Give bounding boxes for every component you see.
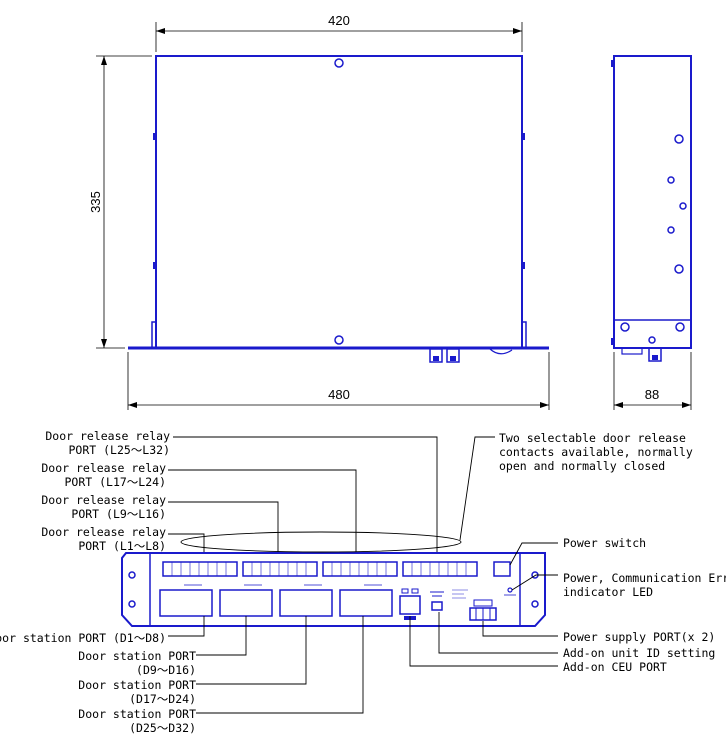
dimension-label-335: 335 bbox=[88, 191, 103, 213]
callout-text: (D9～D16) bbox=[136, 663, 196, 677]
mount-hole-icon bbox=[334, 335, 344, 345]
relay-block-l17-l24[interactable] bbox=[322, 561, 398, 577]
callout-text: PORT (L17～L24) bbox=[64, 475, 166, 489]
callout-unit-id: Add-on unit ID setting bbox=[563, 646, 715, 660]
callout-text: Door release relay bbox=[41, 493, 166, 507]
relay-block-l1-l8[interactable] bbox=[162, 561, 238, 577]
callout-ceu: Add-on CEU PORT bbox=[563, 660, 667, 674]
relay-block-l9-l16[interactable] bbox=[242, 561, 318, 577]
door-station-port-d25-d32[interactable] bbox=[339, 589, 393, 617]
power-supply-port[interactable] bbox=[469, 599, 497, 621]
power-switch[interactable] bbox=[493, 561, 511, 577]
door-station-port-d17-d24[interactable] bbox=[279, 589, 333, 617]
dimension-height: 335 bbox=[88, 55, 152, 349]
callout-text: open and normally closed bbox=[499, 459, 665, 473]
callout-text: Door station PORT (D1～D8) bbox=[0, 631, 166, 645]
dimension-side-depth: 88 bbox=[613, 352, 692, 410]
callout-d17-d24: Door station PORT (D17～D24) bbox=[78, 678, 196, 706]
callout-text: PORT (L1～L8) bbox=[78, 539, 166, 553]
unit-id-setting[interactable] bbox=[430, 591, 444, 611]
callout-text: Door station PORT bbox=[78, 649, 196, 663]
callout-led: Power, Communication Error indicator LED bbox=[563, 571, 726, 599]
callout-text: PORT (L9～L16) bbox=[71, 507, 166, 521]
mount-hole-icon bbox=[334, 58, 344, 68]
callout-text: Power, Communication Error bbox=[563, 571, 726, 585]
callout-text: Door station PORT bbox=[78, 678, 196, 692]
dimension-label-420: 420 bbox=[328, 13, 350, 28]
callout-text: (D17～D24) bbox=[129, 692, 196, 706]
callout-text: Door station PORT bbox=[78, 707, 196, 721]
front-panel bbox=[121, 552, 546, 627]
callout-text: PORT (L25～L32) bbox=[68, 443, 170, 457]
callout-text: Two selectable door release bbox=[499, 431, 686, 445]
callout-text: Door release relay bbox=[45, 429, 170, 443]
callout-power-supply: Power supply PORT(x 2) bbox=[563, 630, 715, 644]
callout-text: indicator LED bbox=[563, 585, 653, 599]
front-view bbox=[128, 55, 549, 363]
callout-power-switch: Power switch bbox=[563, 536, 646, 550]
relay-block-l25-l32[interactable] bbox=[402, 561, 478, 577]
dimension-top-width: 420 bbox=[155, 13, 523, 52]
door-station-port-d1-d8[interactable] bbox=[159, 589, 213, 617]
dimension-label-88: 88 bbox=[645, 387, 659, 402]
callout-text: contacts available, normally bbox=[499, 445, 693, 459]
callout-l25-l32: Door release relay PORT (L25～L32) bbox=[45, 429, 170, 457]
callout-contacts: Two selectable door release contacts ava… bbox=[499, 431, 693, 473]
callout-l9-l16: Door release relay PORT (L9～L16) bbox=[41, 493, 166, 521]
ceu-port[interactable] bbox=[399, 588, 421, 620]
dimension-label-480: 480 bbox=[328, 387, 350, 402]
side-view bbox=[611, 55, 692, 362]
callout-text: Door release relay bbox=[41, 525, 166, 539]
callout-l17-l24: Door release relay PORT (L17～L24) bbox=[41, 461, 166, 489]
callout-d25-d32: Door station PORT (D25～D32) bbox=[78, 707, 196, 735]
callout-text: Door release relay bbox=[41, 461, 166, 475]
led-indicator bbox=[504, 587, 516, 596]
leader-lines bbox=[168, 436, 558, 714]
door-station-port-d9-d16[interactable] bbox=[219, 589, 273, 617]
callout-l1-l8: Door release relay PORT (L1～L8) bbox=[41, 525, 166, 553]
callout-d1-d8: Door station PORT (D1～D8) bbox=[0, 631, 166, 645]
callout-text: (D25～D32) bbox=[129, 721, 196, 735]
callout-d9-d16: Door station PORT (D9～D16) bbox=[78, 649, 196, 677]
dimension-base-width: 480 bbox=[127, 352, 550, 410]
